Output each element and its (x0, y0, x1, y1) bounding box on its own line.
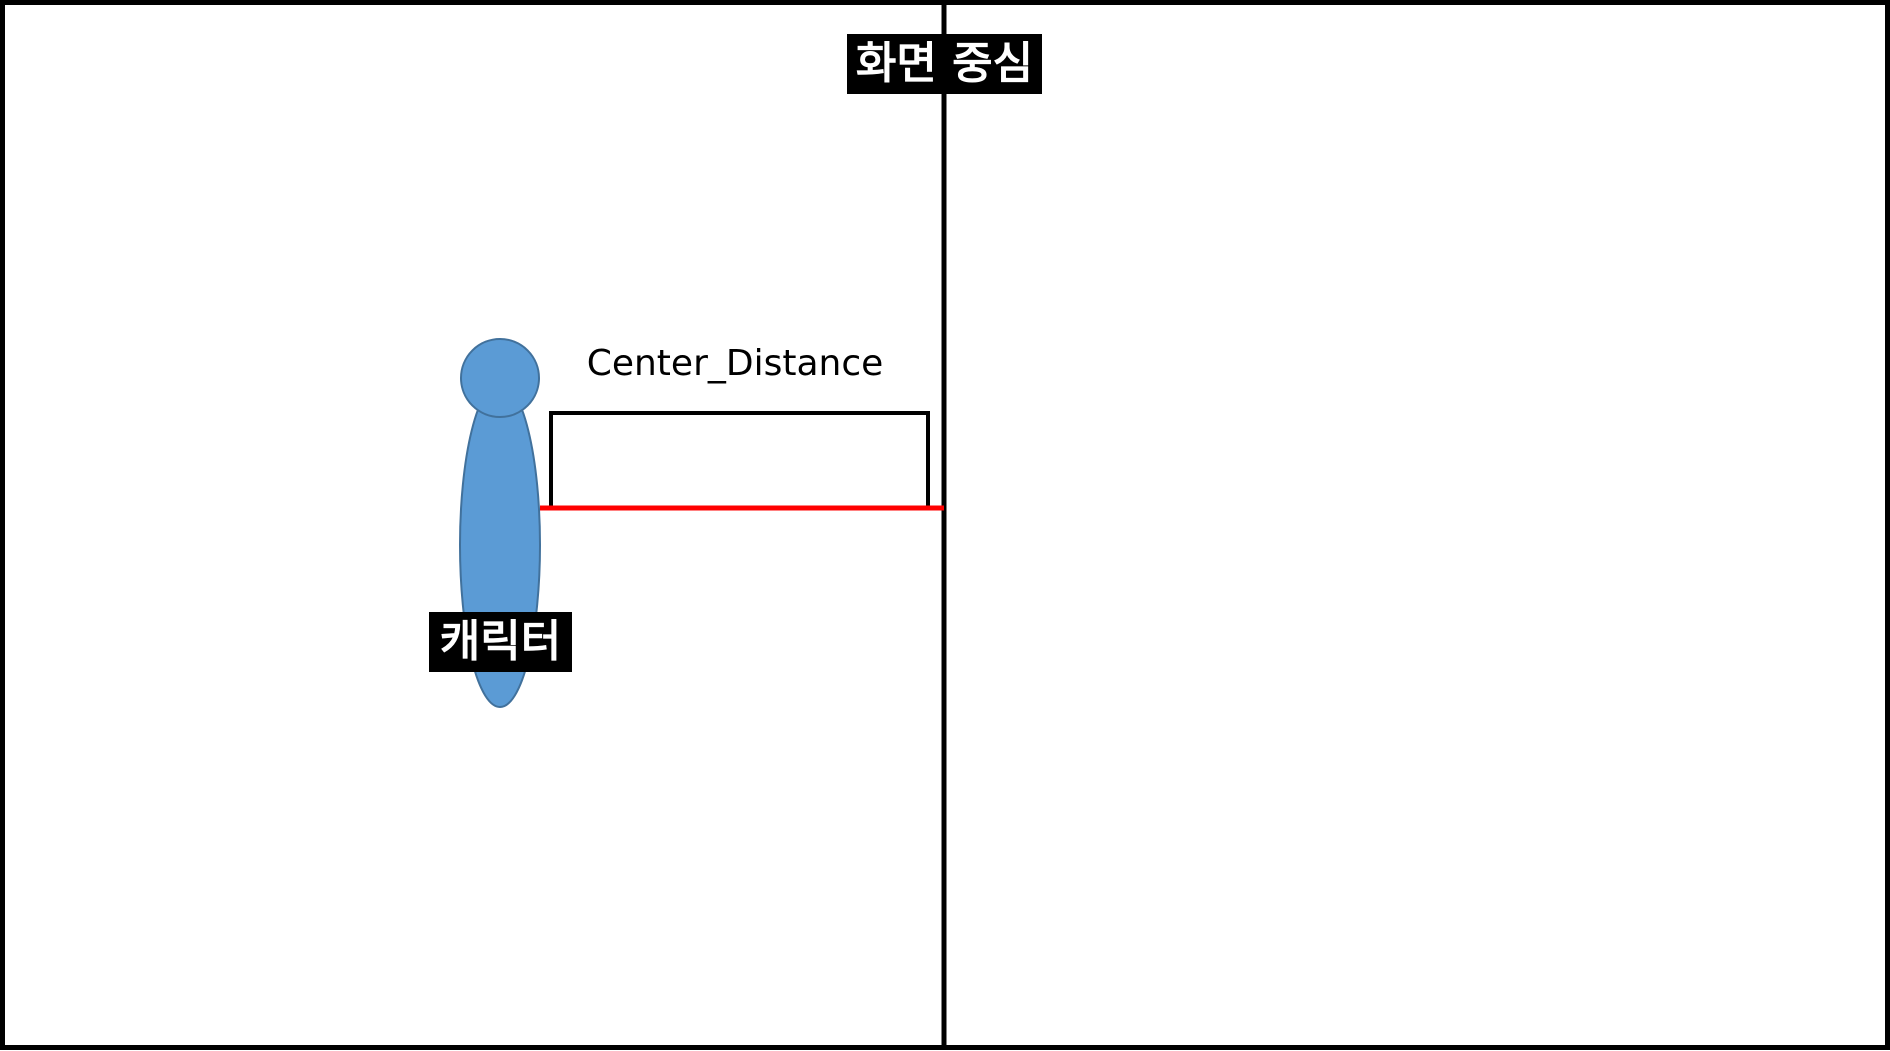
character-head (460, 338, 540, 418)
screen-center-label: 화면 중심 (847, 34, 1042, 94)
center-distance-label: Center_Distance (586, 343, 884, 384)
distance-bracket (549, 411, 930, 508)
character-label: 캐릭터 (429, 612, 572, 672)
